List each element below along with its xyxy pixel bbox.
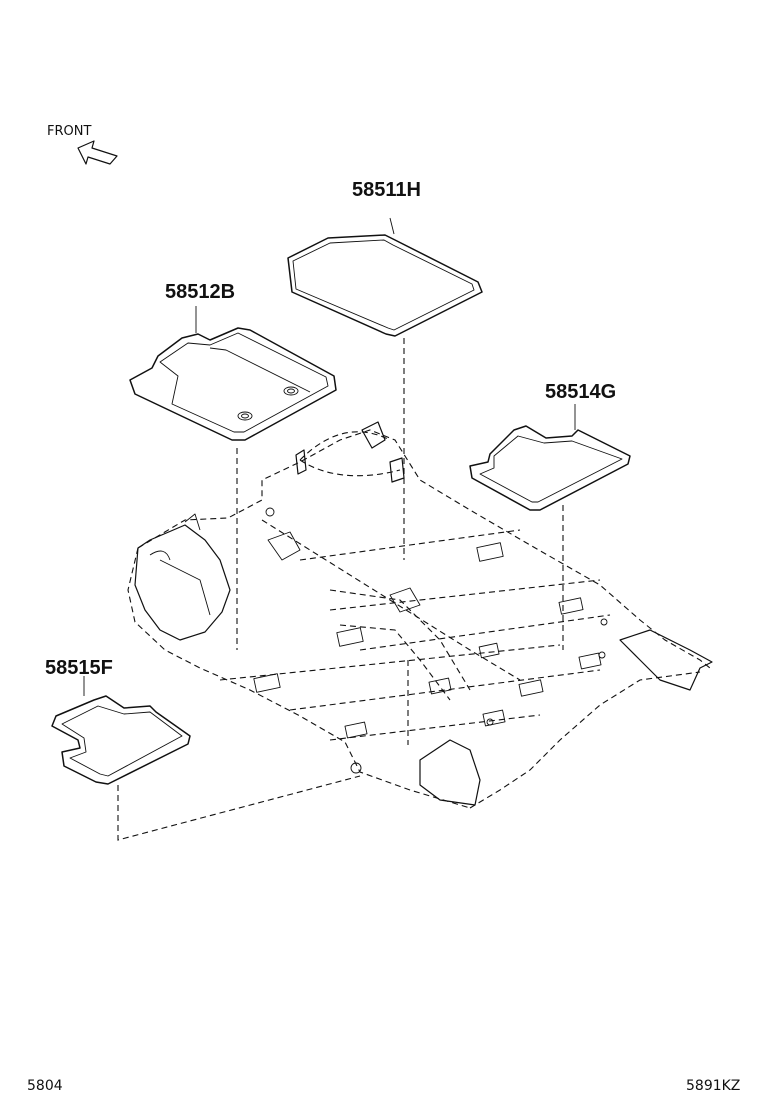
label-58514G[interactable]: 58514G: [545, 381, 616, 403]
mat-58515F[interactable]: [51, 676, 191, 785]
floor-pan-details: [134, 421, 713, 806]
floor-pan-outline: [127, 429, 711, 809]
leader-lines: [117, 338, 564, 841]
footer-right-code: 5891KZ: [686, 1078, 740, 1094]
label-58512B[interactable]: 58512B: [165, 281, 235, 303]
front-arrow-icon: [77, 140, 118, 165]
mat-58512B[interactable]: [129, 306, 337, 441]
mat-58514G[interactable]: [469, 404, 631, 511]
front-label: FRONT: [47, 124, 91, 139]
mat-58511H[interactable]: [287, 217, 483, 337]
footer-left-code: 5804: [27, 1078, 63, 1094]
label-58515F[interactable]: 58515F: [45, 657, 113, 679]
label-58511H[interactable]: 58511H: [352, 179, 421, 201]
